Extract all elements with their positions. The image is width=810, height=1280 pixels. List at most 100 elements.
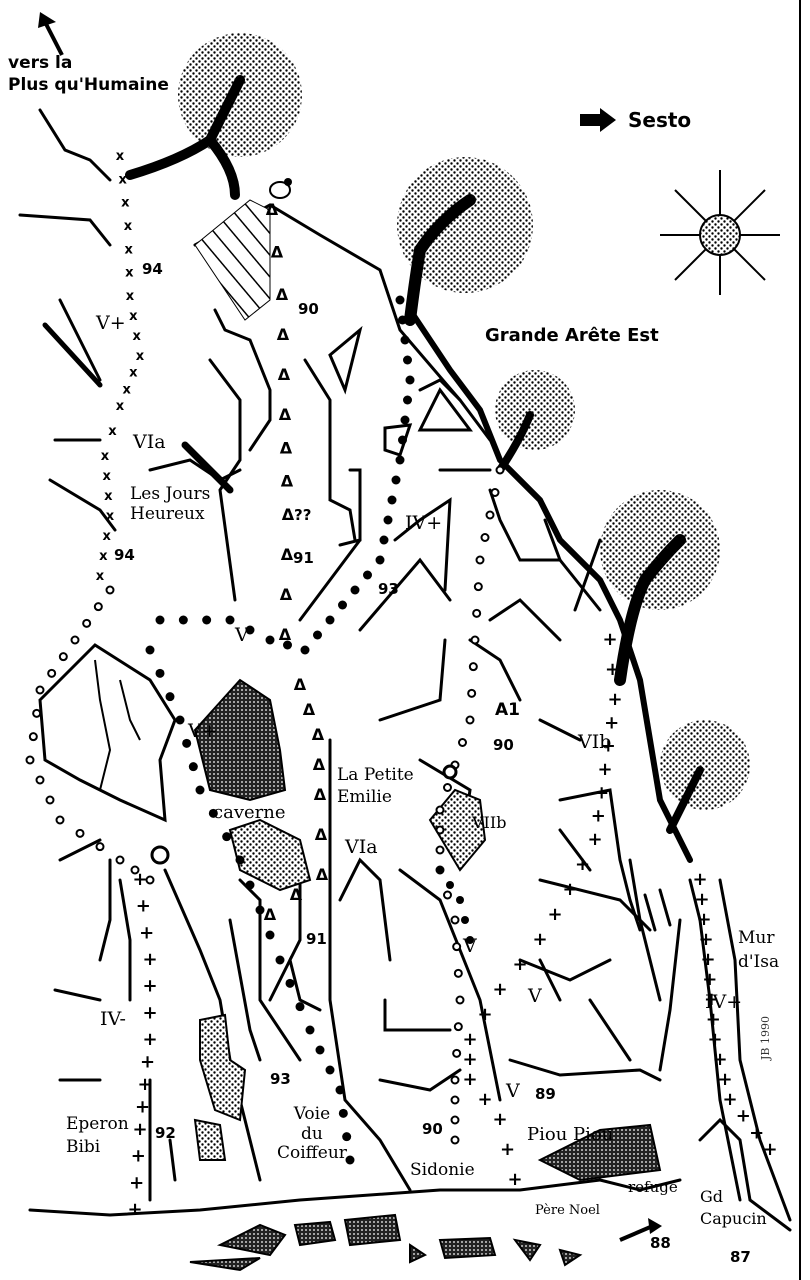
route-marker-ring [450, 1075, 460, 1085]
left-blocks [193, 1013, 247, 1161]
route-marker-ring [105, 585, 115, 595]
year-label: 94 [142, 260, 163, 278]
route-marker-plus: + [762, 1139, 777, 1160]
route-marker-dot [446, 881, 454, 889]
route-marker-ring [450, 1115, 460, 1125]
route-marker-dot [275, 955, 285, 965]
grade-label: V [235, 624, 249, 646]
route-name-coiffeur: Voie du Coiffeur [277, 1104, 347, 1164]
grade-label: A1 [495, 700, 520, 720]
grade-label: VIa [345, 836, 378, 858]
grade-label: V+ [188, 720, 218, 742]
route-name-sidonie: Sidonie [410, 1160, 475, 1180]
cave-label: caverne [213, 802, 286, 823]
year-label: 89 [535, 1085, 556, 1103]
route-marker-plus: + [131, 1146, 146, 1167]
route-marker-dot [208, 808, 218, 818]
arrow-east-icon [580, 108, 616, 132]
route-marker-plus: + [462, 1069, 477, 1090]
route-marker-triangle: Δ [312, 725, 325, 744]
belay-ring-2 [442, 764, 458, 780]
route-marker-dot [400, 335, 410, 345]
route-marker-ring [45, 795, 55, 805]
grade-label: VIb [578, 731, 612, 753]
route-marker-dot [383, 515, 393, 525]
route-marker-ring [452, 1048, 462, 1058]
route-marker-plus: + [142, 1002, 157, 1023]
grade-label: IV+ [405, 512, 443, 534]
route-marker-triangle: Δ [303, 700, 316, 719]
year-label: ?? [294, 506, 312, 524]
route-marker-dot [265, 635, 275, 645]
route-markers: xxxxxxxxxxxxxxxxxxxxxΔΔΔΔΔΔΔΔΔΔΔΔΔΔΔΔΔΔΔ… [25, 149, 778, 1220]
route-marker-triangle: Δ [278, 365, 291, 384]
route-marker-triangle: Δ [280, 585, 293, 604]
route-marker-plus: + [477, 1089, 492, 1110]
route-marker-ring [75, 828, 85, 838]
route-marker-plus: + [717, 1069, 732, 1090]
route-marker-plus: + [137, 1074, 152, 1095]
route-marker-triangle: Δ [316, 865, 329, 884]
route-marker-plus: + [604, 712, 619, 733]
route-marker-plus: + [462, 1049, 477, 1070]
route-marker-ring [450, 1135, 460, 1145]
route-marker-triangle: Δ [279, 625, 292, 644]
route-marker-dot [295, 1002, 305, 1012]
route-marker-ring [453, 968, 463, 978]
route-marker-ring [490, 488, 500, 497]
route-name-piou-piou: Piou Piou [527, 1124, 614, 1145]
route-marker-dot [182, 738, 192, 748]
route-marker-ring [480, 533, 490, 542]
route-marker-triangle: Δ [266, 200, 279, 219]
route-marker-dot [188, 762, 198, 772]
route-marker-dot [165, 692, 175, 702]
route-marker-dot [195, 785, 205, 795]
route-marker-triangle: Δ [277, 325, 290, 344]
route-marker-x: x [124, 242, 133, 257]
route-marker-dot [313, 630, 322, 640]
route-marker-plus: + [575, 854, 590, 875]
hatched-slab [194, 199, 271, 321]
route-marker-plus: + [129, 1172, 144, 1193]
ridge-label: Grande Arête Est [485, 325, 659, 346]
refuge-arrow-icon [619, 1218, 662, 1242]
route-marker-ring [47, 668, 57, 678]
route-marker-ring [452, 942, 462, 952]
route-marker-plus: + [594, 782, 609, 803]
route-marker-plus: + [587, 829, 602, 850]
route-marker-plus: + [591, 806, 606, 827]
route-marker-plus: + [597, 759, 612, 780]
wall-label: Mur d'Isa [738, 928, 780, 972]
route-marker-plus: + [704, 989, 719, 1010]
route-marker-plus: + [562, 879, 577, 900]
route-marker-ring [450, 915, 460, 925]
route-marker-ring [450, 1095, 460, 1105]
route-marker-dot [235, 855, 245, 865]
route-marker-triangle: Δ [282, 505, 295, 524]
route-marker-plus: + [142, 1029, 157, 1050]
spur-label: Eperon Bibi [66, 1114, 129, 1157]
route-marker-x: x [104, 489, 113, 504]
route-marker-plus: + [700, 949, 715, 970]
route-marker-dot [375, 555, 385, 565]
route-marker-dot [178, 615, 188, 625]
route-marker-dot [466, 936, 474, 944]
route-marker-triangle: Δ [313, 755, 326, 774]
route-marker-dot [391, 475, 401, 485]
year-label: 93 [378, 580, 399, 598]
route-marker-plus: + [512, 954, 527, 975]
piou-piou-shading [537, 1123, 662, 1182]
cave-lower-shading [228, 818, 312, 892]
route-marker-ring [435, 845, 445, 855]
route-marker-plus: + [547, 904, 562, 925]
route-name-jours-heureux: Les Jours Heureux [130, 484, 211, 525]
route-marker-dot [315, 1045, 325, 1055]
grade-label: V+ [96, 312, 126, 334]
route-marker-dot [405, 375, 415, 385]
route-marker-dot [379, 535, 389, 545]
route-marker-triangle: Δ [290, 885, 303, 904]
route-marker-triangle: Δ [280, 438, 293, 457]
route-marker-x: x [116, 399, 125, 414]
route-marker-plus: + [132, 1119, 147, 1140]
